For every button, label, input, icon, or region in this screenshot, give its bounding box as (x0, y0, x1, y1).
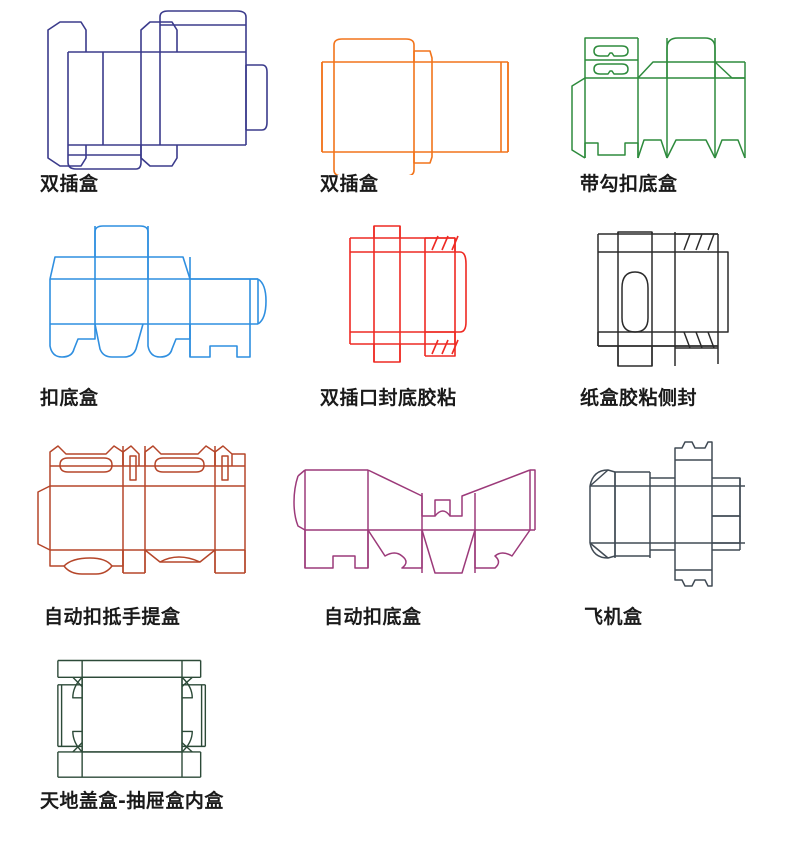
dieline-card-dai-gou-kou-di-he[interactable]: 带勾扣底盒 (540, 0, 792, 194)
dieline-label-shuang-cha-he-2: 双插盒 (320, 173, 379, 195)
gallery-row-2: 扣底盒 (0, 194, 792, 408)
dieline-card-kou-di-he[interactable]: 扣底盒 (0, 194, 280, 408)
dieline-figure-tian-di-gai-he-chou-ti-he-nei-he (57, 659, 207, 778)
dieline-card-zhi-he-jiao-zhan-ce-feng[interactable]: 纸盒胶粘侧封 (540, 194, 792, 408)
dieline-label-dai-gou-kou-di-he: 带勾扣底盒 (580, 173, 678, 195)
dieline-figure-kou-di-he (49, 225, 267, 358)
caption-wrap-3: 带勾扣底盒 (540, 175, 792, 194)
caption-wrap-2: 双插盒 (280, 175, 540, 194)
dieline-label-zi-dong-kou-di-he: 自动扣底盒 (324, 606, 422, 628)
dieline-label-fei-ji-he: 飞机盒 (584, 606, 643, 628)
dieline-label-shuang-cha-kou-feng-di-jiao-zhan: 双插口封底胶粘 (320, 387, 457, 409)
dieline-card-shuang-cha-he-2[interactable]: 双插盒 (280, 0, 540, 194)
caption-wrap-8: 自动扣底盒 (280, 608, 540, 627)
caption-wrap-10: 天地盖盒-抽屉盒内盒 (0, 792, 280, 811)
caption-wrap-9: 飞机盒 (540, 608, 792, 627)
dieline-label-zi-dong-kou-di-shou-ti-he: 自动扣抵手提盒 (44, 606, 181, 628)
dieline-figure-shuang-cha-kou-feng-di-jiao-zhan (349, 225, 467, 363)
dieline-figure-zhi-he-jiao-zhan-ce-feng (597, 231, 729, 367)
caption-wrap-4: 扣底盒 (0, 389, 280, 408)
dieline-card-zi-dong-kou-di-he[interactable]: 自动扣底盒 (280, 408, 540, 627)
dieline-label-tian-di-gai-he-chou-ti-he-nei-he: 天地盖盒-抽屉盒内盒 (40, 790, 224, 812)
dieline-card-fei-ji-he[interactable]: 飞机盒 (540, 408, 792, 627)
gallery-empty-cell-1 (280, 627, 540, 811)
caption-wrap-1: 双插盒 (0, 175, 280, 194)
dieline-label-shuang-cha-he-1: 双插盒 (40, 173, 99, 195)
gallery-row-3: 自动扣抵手提盒 (0, 408, 792, 627)
dieline-card-zi-dong-kou-di-shou-ti-he[interactable]: 自动扣抵手提盒 (0, 408, 280, 627)
caption-wrap-7: 自动扣抵手提盒 (0, 608, 280, 627)
dieline-card-shuang-cha-kou-feng-di-jiao-zhan[interactable]: 双插口封底胶粘 (280, 194, 540, 408)
gallery-empty-cell-2 (540, 627, 792, 811)
dieline-card-shuang-cha-he-1[interactable]: 双插盒 (0, 0, 280, 194)
dieline-figure-zi-dong-kou-di-shou-ti-he (37, 445, 246, 575)
dieline-figure-shuang-cha-he-1 (47, 10, 268, 170)
gallery-row-1: 双插盒 (0, 0, 792, 194)
caption-wrap-5: 双插口封底胶粘 (280, 389, 540, 408)
dieline-card-tian-di-gai-he-chou-ti-he-nei-he[interactable]: 天地盖盒-抽屉盒内盒 (0, 627, 280, 811)
dieline-figure-shuang-cha-he-2 (321, 38, 509, 175)
dieline-figure-zi-dong-kou-di-he (293, 469, 536, 574)
dieline-label-zhi-he-jiao-zhan-ce-feng: 纸盒胶粘侧封 (580, 387, 698, 409)
dieline-label-kou-di-he: 扣底盒 (40, 387, 99, 409)
gallery-row-4: 天地盖盒-抽屉盒内盒 (0, 627, 792, 811)
dieline-gallery: 双插盒 (0, 0, 792, 811)
caption-wrap-6: 纸盒胶粘侧封 (540, 389, 792, 408)
dieline-figure-dai-gou-kou-di-he (571, 37, 746, 159)
dieline-figure-fei-ji-he (589, 441, 745, 587)
